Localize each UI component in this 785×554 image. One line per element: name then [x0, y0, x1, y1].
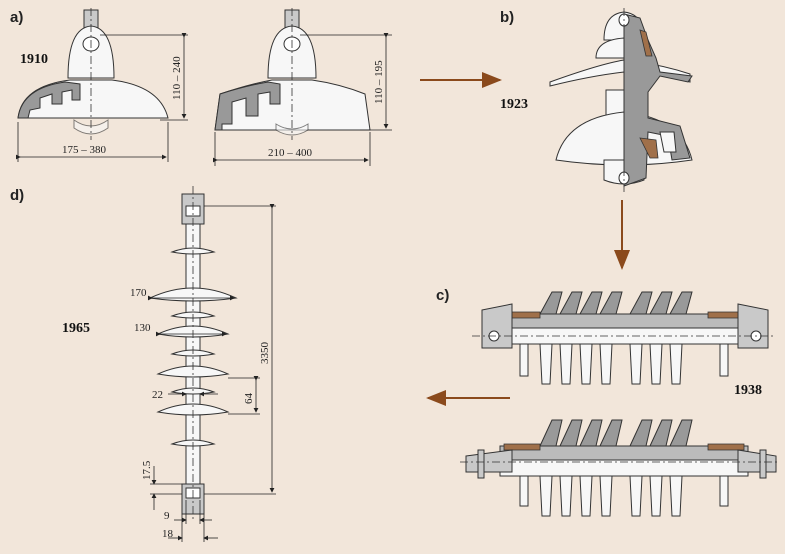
long-rod-insulator-1938-a: [472, 291, 776, 385]
dim-d-length: 3350: [259, 342, 271, 365]
panel-b-year: 1923: [500, 97, 528, 112]
dim-d-pin: 9: [164, 510, 170, 522]
dimension-a-left: 110 – 240 175 – 380: [16, 33, 188, 162]
dimension-a-right: 110 – 195 210 – 400: [213, 33, 392, 166]
dim-d-end-width: 18: [162, 528, 174, 540]
pin-type-insulator-1923: [549, 8, 693, 192]
long-rod-insulator-1938-b: [460, 419, 780, 517]
composite-insulator-1965: [148, 186, 238, 520]
panel-a-year: 1910: [20, 52, 48, 67]
cap-and-pin-insulator-1910-a: [17, 8, 169, 140]
dim-a-left-height: 110 – 240: [171, 56, 183, 100]
panel-d-year: 1965: [62, 321, 90, 336]
panel-c-year: 1938: [734, 383, 762, 398]
dim-a-left-width: 175 – 380: [62, 144, 107, 156]
panel-c-label: c): [436, 287, 449, 304]
panel-d-label: d): [10, 187, 24, 204]
cap-and-pin-insulator-1910-b: [214, 8, 371, 140]
dimension-d: 170 130 3350 22 64 17.5 9 18: [130, 204, 276, 542]
dim-a-right-height: 110 – 195: [373, 60, 385, 104]
dim-a-right-width: 210 – 400: [268, 147, 313, 159]
dim-d-core: 22: [152, 389, 163, 401]
panel-b-label: b): [500, 9, 514, 26]
panel-a-label: a): [10, 9, 23, 26]
dim-d-end-length: 17.5: [141, 460, 153, 480]
dim-d-spacing: 64: [243, 393, 255, 405]
dim-d-shed-small: 130: [134, 322, 151, 334]
dim-d-shed-large: 170: [130, 287, 147, 299]
